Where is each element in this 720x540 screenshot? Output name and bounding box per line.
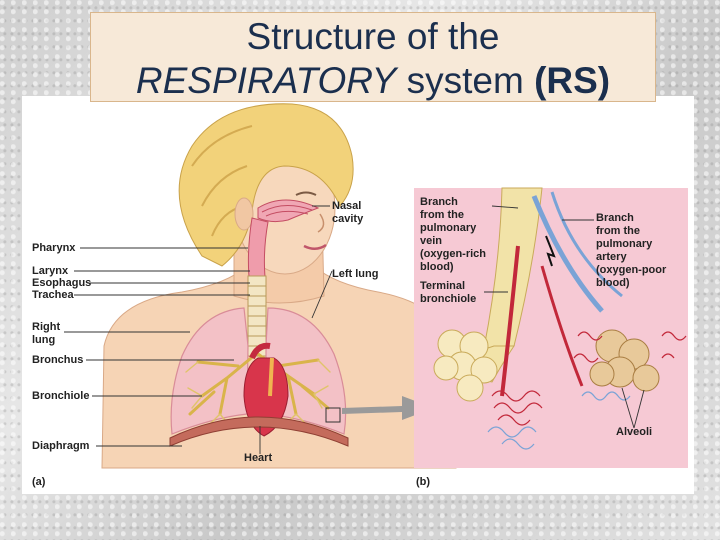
title-bold-word: (RS) — [534, 60, 611, 101]
anatomy-illustration — [64, 103, 688, 469]
label-pharynx: Pharynx — [32, 242, 76, 254]
panel-b-tag: (b) — [416, 476, 431, 488]
label-nasal-cavity: Nasal cavity — [332, 200, 364, 225]
title-middle: system — [396, 60, 535, 101]
label-trachea: Trachea — [32, 289, 74, 301]
torso-drawing — [101, 103, 457, 469]
label-heart: Heart — [244, 452, 273, 464]
label-bronchus: Bronchus — [32, 354, 84, 366]
label-left-lung: Left lung — [332, 268, 379, 280]
label-pulmonary-vein-branch: Branch from the pulmonary vein (oxygen-r… — [420, 196, 487, 273]
label-alveoli: Alveoli — [616, 426, 653, 438]
panel-b-leader-lines — [484, 205, 645, 429]
zoom-arrow — [342, 396, 434, 420]
title-italic-word: RESPIRATORY — [135, 60, 397, 101]
label-right-lung: Right lung — [32, 321, 61, 346]
alveoli-inset-drawing — [414, 187, 688, 468]
title-line-1: Structure of the — [246, 16, 500, 57]
label-pulmonary-artery-branch: Branch from the pulmonary artery (oxygen… — [596, 212, 667, 289]
label-esophagus: Esophagus — [32, 277, 92, 289]
label-bronchiole: Bronchiole — [32, 390, 90, 402]
title-line-2: RESPIRATORY system (RS) — [91, 59, 655, 103]
label-diaphragm: Diaphragm — [32, 440, 90, 452]
slide-title: Structure of the RESPIRATORY system (RS) — [90, 12, 656, 102]
panel-a-leader-lines — [64, 205, 333, 454]
panel-a-tag: (a) — [32, 476, 46, 488]
label-terminal-bronchiole: Terminal bronchiole — [420, 280, 477, 305]
label-larynx: Larynx — [32, 265, 69, 277]
respiratory-figure: Pharynx Larynx Esophagus Trachea Right l… — [22, 96, 694, 494]
